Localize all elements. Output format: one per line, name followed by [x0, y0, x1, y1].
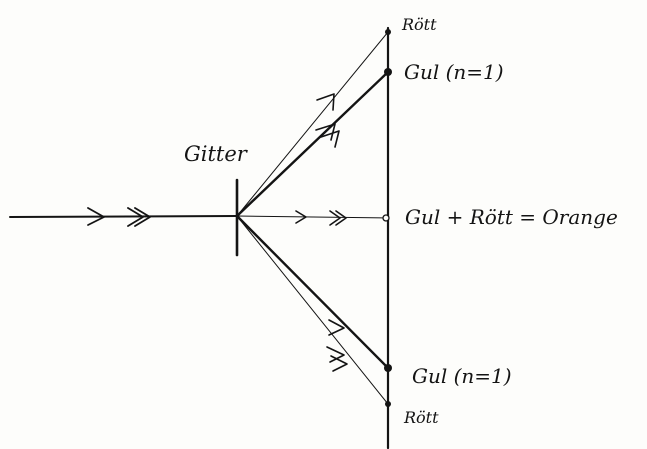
incident-arrow-single [87, 207, 105, 226]
incident-beam [9, 215, 238, 218]
incident-arrow-double [127, 207, 151, 227]
upper-red-dot [385, 29, 391, 35]
central-spot [382, 214, 390, 222]
central-arrow-single [295, 210, 307, 224]
upper-yellow-arrow [315, 123, 340, 148]
upper-red-ray [236, 31, 389, 217]
center-label: Gul + Rött = Orange [405, 205, 618, 229]
upper-yellow-dot [384, 68, 392, 76]
lower-red-ray [236, 215, 389, 405]
upper-red-arrow [316, 93, 335, 111]
lower-red-dot [385, 401, 391, 407]
lower-red-arrow [326, 346, 348, 372]
red-top-label: Rött [402, 15, 437, 34]
lower-yellow-ray [235, 214, 390, 370]
lower-yellow-arrow [328, 319, 345, 336]
central-beam [236, 215, 389, 219]
grating-label: Gitter [184, 142, 247, 166]
red-bottom-label: Rött [404, 408, 439, 427]
central-arrow-double [329, 210, 347, 226]
yellow-top-label: Gul (n=1) [404, 60, 504, 84]
lower-yellow-dot [384, 364, 392, 372]
yellow-bottom-label: Gul (n=1) [412, 364, 512, 388]
upper-yellow-ray [235, 70, 390, 218]
